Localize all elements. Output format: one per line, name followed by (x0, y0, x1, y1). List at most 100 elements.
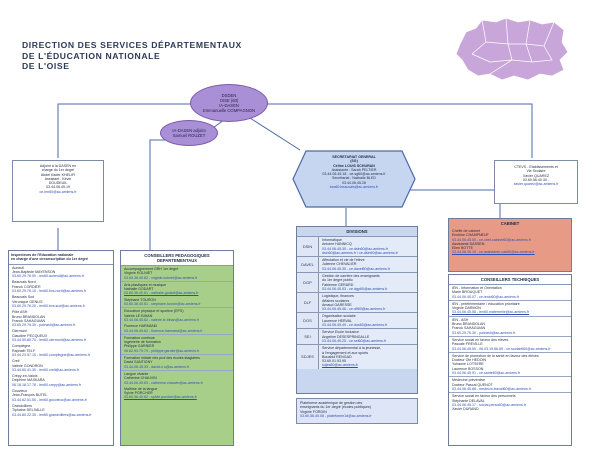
technical-person: Yohanne LOTSERE (452, 362, 484, 367)
technical-role: Service de promotion de la santé en fave… (452, 353, 539, 358)
inspector-person: Jean-François BUTEL (12, 393, 48, 398)
technical-contact-link[interactable]: 03.60.29.76.30 - poleash@ac-amiens.fr (452, 330, 516, 335)
inspector-name: Auneuil (12, 265, 24, 270)
division-code: SEI (297, 329, 319, 345)
division-row-sdjes: SDJES Service départemental à la jeuness… (297, 344, 417, 369)
secretariat-line-1: SECRETARIAT GENERAL (332, 155, 376, 159)
division-title: Gestion de carrière des enseignants (322, 274, 380, 279)
inspector-contact-link[interactable]: 03.60.29.76.00 - ien60.auneuil@ac-amiens… (12, 274, 84, 279)
pedagogue-contact-link[interactable]: 06.62.93.79.79 - philippe.garnier@ac-ami… (124, 348, 200, 353)
inspector-contact-link[interactable]: 03.60.29.76.30 - poleash@ac-amiens.fr (12, 323, 76, 328)
pedagogue-contact-link[interactable]: 03.60.36.40.62 - virginie.kolniet@ac-ami… (124, 275, 198, 280)
technical-contact-link[interactable]: 03.44.06.45.17 - social-perso60@ac-amien… (452, 402, 526, 407)
inspector-person: Delphine MASKARA (12, 378, 45, 383)
division-phone: 03.60.01.93.95 (322, 359, 346, 364)
technical-entry: IEN - ASH Bruno BRANDOLAN Franck SAHAGUI… (449, 315, 571, 336)
pedagogue-contact-link[interactable]: 03.44.06.45.63 - catherine.chauvin@ac-am… (124, 380, 203, 385)
adjoint-left-line-3: Abdel Kader KHELIFI (40, 172, 76, 177)
division-contact-link[interactable]: 03.44.06.45.30 - ce.dsin60@ac-amiens.fr (322, 246, 388, 251)
pedagogue-contact-link[interactable]: 03.44.06.45.33 - david-n.s@ac-amiens.fr (124, 364, 190, 369)
secretariat-email-link[interactable]: sec60.beauvais@ac-amiens.fr (329, 185, 379, 190)
pedagogue-contact-link[interactable]: 03.44.06.45.62 - valerie.le-bihan@ac-ami… (124, 317, 199, 322)
inspector-person: Franck CORDIER (12, 284, 41, 289)
secretariat-text: SECRETARIAT GENERAL (SG) Céline LOUIS SC… (306, 155, 402, 189)
title-line-1: DIRECTION DES SERVICES DÉPARTEMENTAUX (22, 40, 242, 50)
division-person: Fabienne GERARD (322, 282, 354, 287)
division-contact-link[interactable]: sdjes60@ac-amiens.fr (322, 363, 358, 368)
division-code: DOS (297, 313, 319, 329)
inspector-entry: Pôle ASH Bruno BRANDOLAN Franck SAHAGUIA… (9, 309, 113, 328)
division-contact-link[interactable]: 03.44.06.45.46 - ce.dlf60@ac-amiens.fr (322, 307, 386, 312)
divisions-column: DIVISIONS DSIN Informatique Antoine HANN… (296, 226, 418, 394)
pedagogue-role: Langue vivante (124, 371, 149, 376)
pedagogues-column: CONSEILLERS PEDAGOGIQUES DEPARTEMENTAUX … (120, 250, 234, 446)
pedagogue-person: Philippe GARNIER (124, 344, 155, 349)
technical-person: Marie BROUQUET (452, 290, 483, 295)
division-person: Amaud GARESSE (322, 302, 352, 307)
technical-person: Docteur Ole HEDOIN (452, 358, 487, 363)
adjoint-left-line-1: Adjoint à la DASEN en (39, 164, 77, 168)
technical-contact-link[interactable]: 03.44.06.45.88 - medecin-travail60@ac-am… (452, 386, 531, 391)
technical-role: IEN - préélémentaire / éducation priorit… (452, 301, 520, 306)
cabinet-contact-link[interactable]: 03.44.06.45.10 - ce.assistante-cab60@ac-… (452, 250, 535, 255)
inspector-contact-link[interactable]: 03.44.62.51.50 - ien60.gouvieux@ac-amien… (12, 397, 87, 402)
pedagogue-person: Nathalie GODART (124, 287, 154, 292)
technical-contact-link[interactable]: 03.44.06.45.91 - ce.sante60@ac-amiens.fr (452, 371, 521, 376)
adjoint-left-line-2: charge du 1er degré (41, 168, 75, 173)
adjoint-left-email-link[interactable]: ce.ien60@ac-amiens.fr (39, 189, 77, 194)
pedagogue-entry: Florence HARMAND 03.44.06.45.62 - floren… (121, 323, 233, 334)
inspector-entry: Beauvais Nord Franck CORDIER 03.60.29.76… (9, 279, 113, 294)
division-contact-link[interactable]: 03.44.06.45.30 - ce.davel60@ac-amiens.fr (322, 266, 390, 271)
division-code: DAVEL (297, 257, 319, 273)
inspector-entry: Grandvilliers Tiphaine DELSALLE 03.44.80… (9, 403, 113, 418)
technical-role: IEN - ASH (452, 317, 469, 322)
inspector-contact-link[interactable]: 03.44.23.57.10 - ien60.compiegne@ac-amie… (12, 352, 90, 357)
pedagogue-contact-link[interactable]: 03.60.36.40.61 - nathalie.godart@ac-amie… (124, 291, 199, 296)
inspector-contact-link[interactable]: 03.60.29.76.20 - ien60.bvs.sud@ac-amiens… (12, 303, 85, 308)
division-contact-link[interactable]: 03.44.06.45.25 - ce.sei60@ac-amiens.fr (322, 338, 386, 343)
inspector-name: Creil (12, 359, 20, 364)
inspector-name: Compiègne (12, 344, 31, 349)
division-code: DSIN (297, 237, 319, 257)
technical-contact-link[interactable]: 03.44.06.45.58 - ien60.maternelle@ac-ami… (452, 310, 530, 315)
technical-person: Virginie DARMON (452, 306, 481, 311)
inspector-contact-link[interactable]: 06.18.18.17.76 - ien60.crepy@ac-amiens.f… (12, 382, 82, 387)
inspector-contact-link[interactable]: 03.44.50.80.70 - ien60.clermont@ac-amien… (12, 338, 87, 343)
cabinet-contact-link[interactable]: 03.44.06.45.00 - ce.chef-cabinet60@ac-am… (452, 237, 531, 242)
inspector-contact-link[interactable]: 03.60.29.76.10 - ien60.bvs.nord@ac-amien… (12, 289, 87, 294)
inspector-name: Gouvieux (12, 389, 28, 394)
technical-entry: IEN - Information et Orientation Marie B… (449, 285, 571, 300)
connector-dasen-to-secretariat (249, 117, 301, 151)
pedagogue-role: Education physique et sportive (EPS) (124, 309, 184, 314)
division-row-sei: SEI Service Ecole Inclusive Angeline DES… (297, 328, 417, 345)
division-person: Laurence HERVAL (322, 318, 353, 323)
plateforme-email-link[interactable]: 03.60.56.40.08 - plateforme1d@ac-amiens.… (300, 413, 372, 418)
division-title: Service départemental à la jeunesse, (322, 346, 382, 351)
pedagogue-entry: Langue vivante Catherine CHAUVIN 03.44.0… (121, 369, 233, 386)
division-contact-link[interactable]: dsin60@ac-amiens.fr / ce.dsin60@ac-amien… (322, 250, 398, 255)
connector-secretariat-to-cabinet (408, 189, 501, 218)
secretariat-hexagon-shape (292, 150, 416, 208)
division-person: Bouabid RENGAD (322, 354, 352, 359)
pedagogue-contact-link[interactable]: 03.60.36.40.61 - stephane.touron@ac-amie… (124, 302, 201, 307)
pedagogue-contact-link[interactable]: 03.44.06.45.62 - florence.harmand@ac-ami… (124, 328, 203, 333)
division-contact-link[interactable]: 03.44.06.45.49 - ce.dos60@ac-amiens.fr (322, 323, 388, 328)
technical-contact-link[interactable]: 03.44.06.45.50 - 06.03.19.66.69 - ce.soc… (452, 346, 551, 351)
pedagogue-role: Formation initiale des prof des écoles s… (124, 356, 200, 361)
ctevs-email-link[interactable]: xavier.quarez@ac-amiens.fr (513, 182, 559, 187)
division-title: du 1er degré public (322, 278, 353, 283)
division-contact-link[interactable]: 03.44.06.45.53 - ce.dgp60@ac-amiens.fr (322, 286, 388, 291)
inspector-contact-link[interactable]: 03.44.60.41.30 - ien60.creil@ac-amiens.f… (12, 367, 79, 372)
adjoint-left-line-6: 03.44.06.45.19 (46, 185, 70, 190)
division-row-dsin: DSIN Informatique Antoine HANNICQ 03.44.… (297, 236, 417, 257)
technical-entry: Service social en faveur des personnels … (449, 392, 571, 412)
pedagogue-person: Stéphane TOURON (124, 297, 156, 302)
division-code: DLF (297, 293, 319, 313)
inspector-contact-link[interactable]: 03.44.80.22.30 - ien60.grandvilliers@ac-… (12, 412, 92, 417)
pedagogues-header: CONSEILLERS PEDAGOGIQUES DEPARTEMENTAUX (121, 251, 233, 266)
pedagogue-contact-link[interactable]: 03.60.36.40.62 - sylvie.porcher@ac-amien… (124, 395, 197, 400)
technical-person: Xavier DURAND (452, 407, 479, 412)
technical-contact-link[interactable]: 03.44.06.45.07 - ce.ienio60@ac-amiens.fr (452, 294, 519, 299)
dasen-line-1: DSDEN (221, 93, 237, 98)
pedagogue-entry: Accompagnement GRH 1er degré Virginie KO… (121, 266, 233, 281)
